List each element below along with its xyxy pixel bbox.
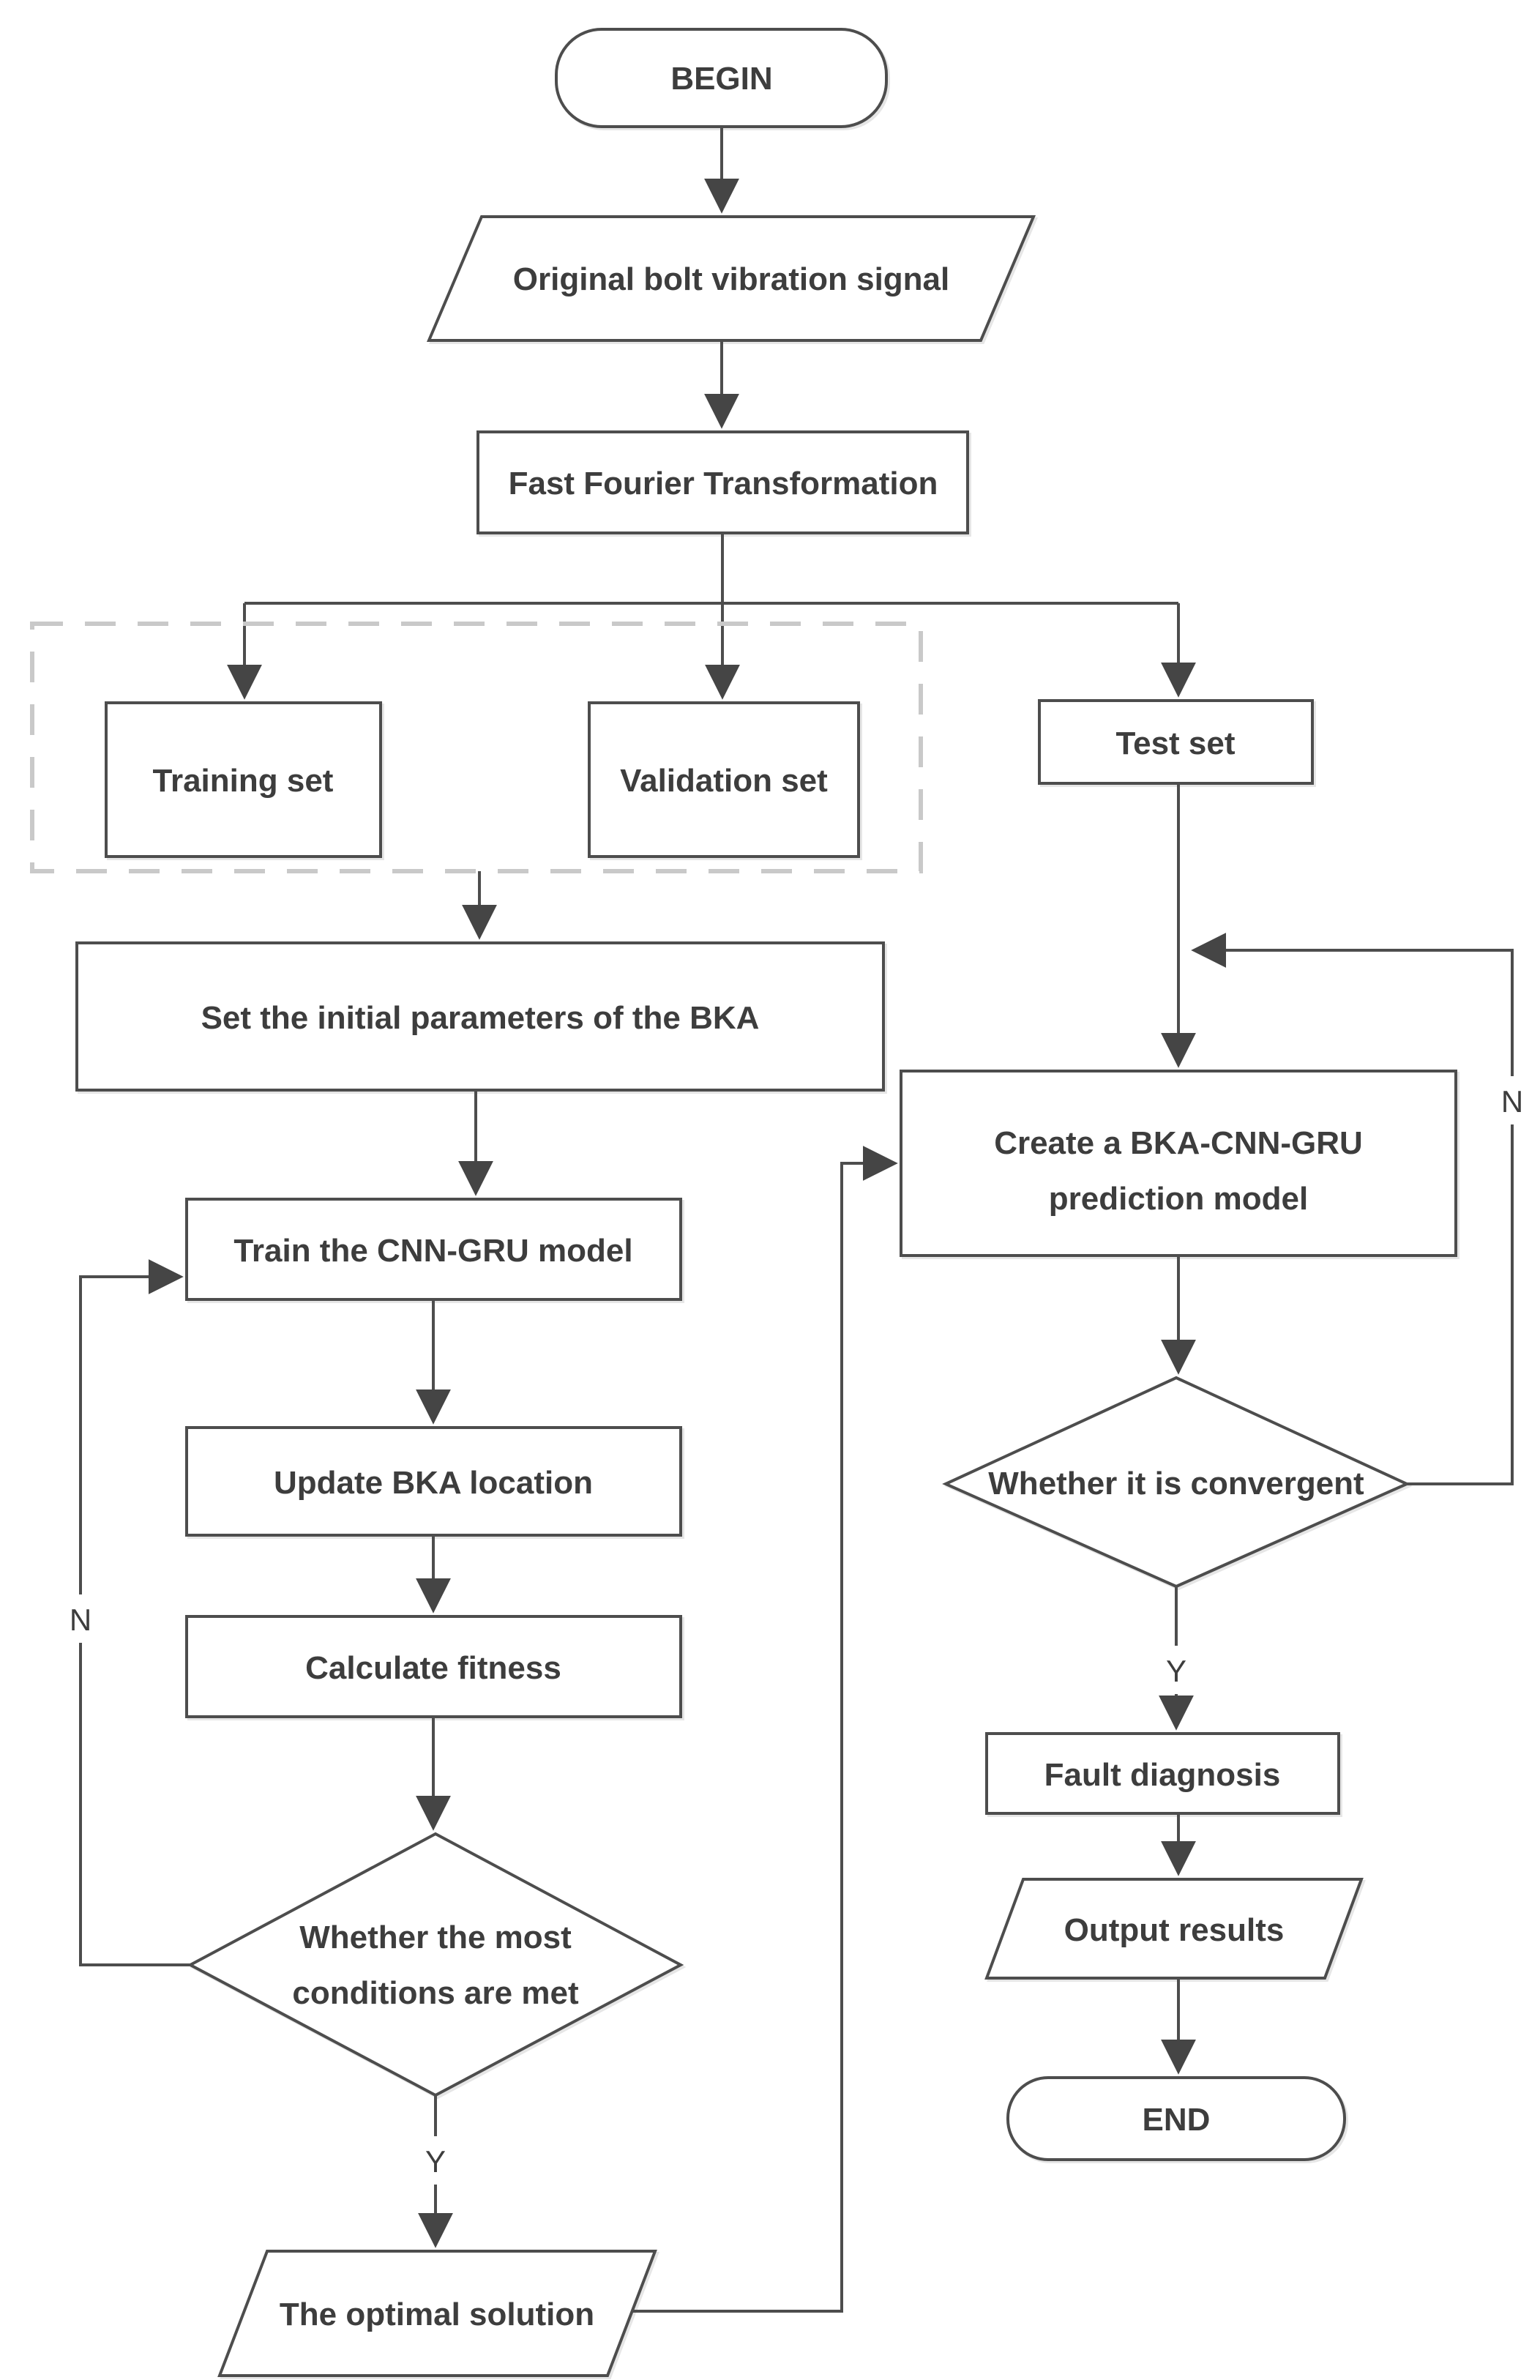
edge-convergent-n-loop <box>1191 933 1514 1485</box>
conditions-met-label-line1: Whether the most <box>299 1920 572 1955</box>
dataset-group-frame <box>30 622 923 873</box>
create-model-label-line1: Create a BKA-CNN-GRU <box>994 1125 1363 1161</box>
training-set-label: Training set <box>153 763 334 799</box>
fft-label: Fast Fourier Transformation <box>509 466 938 501</box>
update-location-shape <box>185 1426 682 1537</box>
output-results-label: Output results <box>1064 1912 1285 1948</box>
edge-label-left-y: Y <box>425 2144 446 2179</box>
train-model-label: Train the CNN-GRU model <box>233 1233 632 1269</box>
fault-diagnosis-shape <box>985 1732 1340 1815</box>
node-calculate-fitness: Calculate fitness <box>185 1615 682 1718</box>
node-optimal-solution: The optimal solution <box>217 2250 657 2377</box>
node-test-set: Test set <box>1038 699 1314 785</box>
end-label: END <box>1143 2102 1211 2138</box>
validation-set-label: Validation set <box>620 763 828 799</box>
validation-set-shape <box>588 701 860 858</box>
fft-process-shape <box>476 430 969 534</box>
original-signal-label: Original bolt vibration signal <box>513 261 950 297</box>
node-training-set: Training set <box>105 701 382 858</box>
update-location-label: Update BKA location <box>274 1465 593 1501</box>
create-model-shape <box>900 1070 1457 1257</box>
conditions-met-label-line2: conditions are met <box>292 1975 579 2011</box>
optimal-solution-io-shape <box>217 2250 657 2377</box>
set-initial-params-label: Set the initial parameters of the BKA <box>201 1000 760 1036</box>
node-fault-diagnosis: Fault diagnosis <box>985 1732 1340 1815</box>
edge-label-right-y: Y <box>1166 1654 1186 1688</box>
label-mask <box>61 1594 100 1643</box>
label-mask <box>416 2136 455 2185</box>
node-end: END <box>1006 2076 1346 2161</box>
fault-diagnosis-label: Fault diagnosis <box>1044 1757 1281 1793</box>
node-output-results: Output results <box>984 1878 1364 1980</box>
set-initial-params-shape <box>75 941 885 1092</box>
create-model-label-line2: prediction model <box>1049 1181 1308 1217</box>
begin-terminal-shape <box>555 28 888 128</box>
end-terminal-shape <box>1006 2076 1346 2161</box>
begin-label: BEGIN <box>670 61 772 97</box>
test-set-shape <box>1038 699 1314 785</box>
edge-label-right-n: N <box>1501 1084 1523 1119</box>
node-begin: BEGIN <box>555 28 888 128</box>
node-create-model: Create a BKA-CNN-GRU prediction model <box>900 1070 1457 1257</box>
output-results-io-shape <box>984 1878 1364 1980</box>
label-mask <box>1157 1646 1195 1694</box>
edge-optimal-to-create-model <box>631 1146 898 2313</box>
optimal-solution-label: The optimal solution <box>280 2297 594 2332</box>
node-conditions-met-decision: Whether the most conditions are met <box>187 1832 684 2097</box>
original-signal-io-shape <box>426 215 1036 342</box>
edge-labels-layer: N Y Y N <box>61 1076 1531 2185</box>
node-convergent-decision: Whether it is convergent <box>942 1376 1410 1589</box>
training-set-shape <box>105 701 382 858</box>
node-original-signal: Original bolt vibration signal <box>426 215 1036 342</box>
convergent-diamond-shape <box>942 1376 1410 1589</box>
conditions-met-diamond-shape <box>187 1832 684 2097</box>
node-update-location: Update BKA location <box>185 1426 682 1537</box>
node-set-initial-params: Set the initial parameters of the BKA <box>75 941 885 1092</box>
test-set-label: Test set <box>1115 725 1235 761</box>
node-fft: Fast Fourier Transformation <box>476 430 969 534</box>
label-mask <box>1493 1076 1531 1124</box>
node-train-model: Train the CNN-GRU model <box>185 1198 682 1301</box>
node-validation-set: Validation set <box>588 701 860 858</box>
calculate-fitness-label: Calculate fitness <box>305 1650 561 1686</box>
edge-label-left-n: N <box>70 1603 91 1637</box>
nodes-layer: BEGIN Original bolt vibration signal Fas… <box>75 28 1457 2377</box>
convergent-label: Whether it is convergent <box>988 1466 1364 1502</box>
train-model-shape <box>185 1198 682 1301</box>
calculate-fitness-shape <box>185 1615 682 1718</box>
